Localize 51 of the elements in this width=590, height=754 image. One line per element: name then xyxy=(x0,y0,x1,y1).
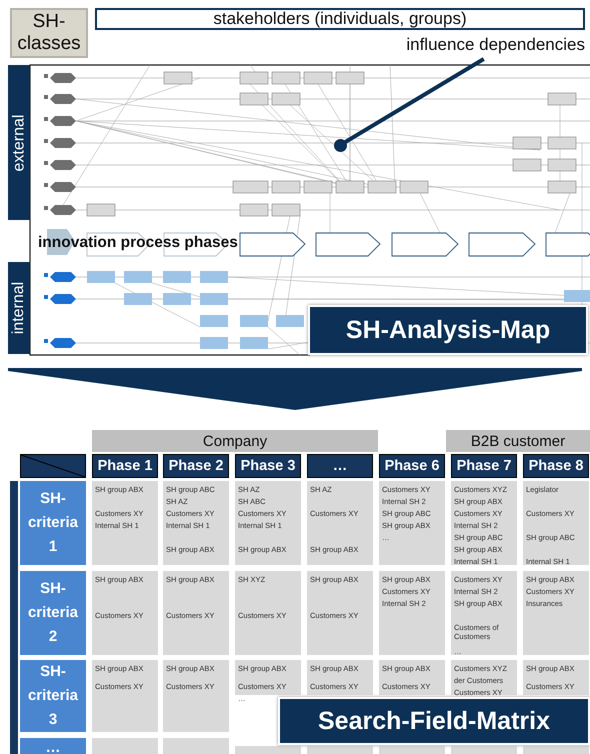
table-cell xyxy=(379,746,445,754)
row-header: … xyxy=(20,738,86,754)
table-cell xyxy=(163,738,229,754)
title-banner: SH-Analysis-Map xyxy=(308,305,588,355)
section-label: innovation process phases xyxy=(38,234,298,258)
connector-dot xyxy=(334,139,347,152)
group-header: B2B customer xyxy=(446,430,590,452)
table-cell xyxy=(92,738,158,754)
table-cell xyxy=(307,746,373,754)
table-cell xyxy=(523,571,589,655)
column-header: Phase 1 xyxy=(92,454,158,478)
column-header: Phase 8 xyxy=(523,454,589,478)
table-cell xyxy=(451,571,517,655)
table-cell xyxy=(235,481,301,565)
table-cell xyxy=(92,660,158,732)
title-banner: Search-Field-Matrix xyxy=(278,697,590,745)
table-cell xyxy=(163,571,229,655)
table-cell xyxy=(523,481,589,565)
table-cell xyxy=(307,571,373,655)
table-cell xyxy=(163,481,229,565)
table-cell xyxy=(235,746,301,754)
row-header: SH- criteria 3 xyxy=(20,660,86,732)
side-band: internal xyxy=(8,262,30,354)
column-header: Phase 7 xyxy=(451,454,517,478)
table-cell xyxy=(307,660,373,695)
table-cell xyxy=(523,660,589,695)
side-band: external xyxy=(8,65,30,220)
table-cell xyxy=(163,660,229,732)
table-cell xyxy=(307,481,373,565)
column-header: Phase 3 xyxy=(235,454,301,478)
column-header: Phase 6 xyxy=(379,454,445,478)
annotation-text: influence dependencies xyxy=(360,35,585,59)
table-cell xyxy=(92,481,158,565)
table-cell xyxy=(92,571,158,655)
table-cell xyxy=(235,571,301,655)
leader-line xyxy=(343,57,485,144)
table-cell xyxy=(451,746,517,754)
corner-header xyxy=(20,454,86,478)
column-header: … xyxy=(307,454,373,478)
table-cell xyxy=(451,660,517,695)
header-bar: stakeholders (individuals, groups) xyxy=(95,8,585,30)
row-header: SH- criteria 2 xyxy=(20,571,86,655)
table-cell xyxy=(451,481,517,565)
group-header: Company xyxy=(92,430,378,452)
column-header: Phase 2 xyxy=(163,454,229,478)
table-cell xyxy=(523,746,589,754)
row-header: SH- criteria 1 xyxy=(20,481,86,565)
table-cell xyxy=(379,481,445,565)
class-box: SH- classes xyxy=(10,8,88,58)
table-cell xyxy=(379,660,445,695)
table-cell xyxy=(379,571,445,655)
